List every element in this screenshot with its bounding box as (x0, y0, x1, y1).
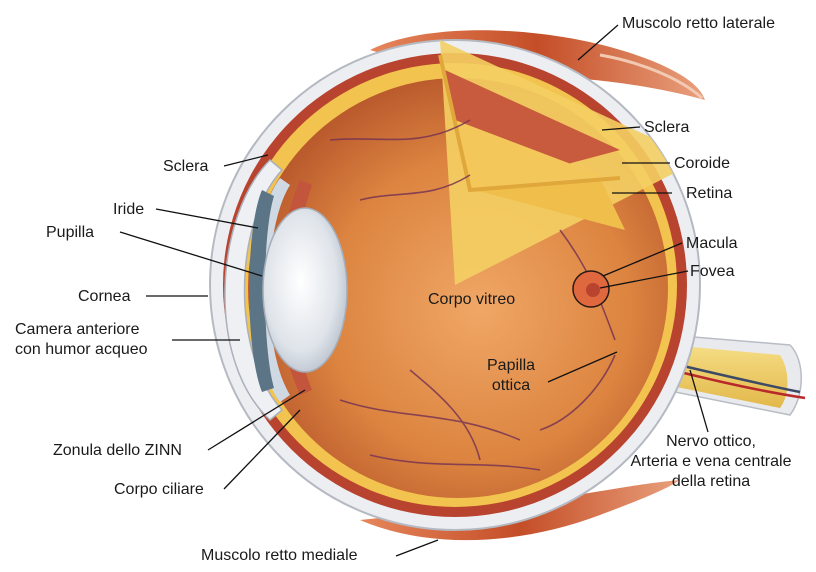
fovea-shape (586, 283, 600, 297)
label-coroide: Coroide (674, 154, 730, 173)
label-corpo-vitreo: Corpo vitreo (428, 290, 515, 309)
label-fovea: Fovea (690, 262, 734, 281)
label-retina: Retina (686, 184, 732, 203)
label-sclera-right: Sclera (644, 118, 689, 137)
lens-shape (263, 208, 347, 372)
label-muscolo-retto-laterale: Muscolo retto laterale (622, 14, 775, 33)
label-macula: Macula (686, 234, 738, 253)
label-sclera-left: Sclera (163, 157, 208, 176)
label-muscolo-retto-mediale: Muscolo retto mediale (201, 546, 358, 565)
label-iride: Iride (113, 200, 144, 219)
label-papilla-ottica: Papilla ottica (487, 356, 535, 396)
label-corpo-ciliare: Corpo ciliare (114, 480, 204, 499)
label-pupilla: Pupilla (46, 223, 94, 242)
label-cornea: Cornea (78, 287, 130, 306)
label-zonula: Zonula dello ZINN (53, 441, 182, 460)
label-camera-anteriore: Camera anteriore con humor acqueo (15, 320, 148, 360)
label-nervo-ottico: Nervo ottico, Arteria e vena centrale de… (620, 432, 802, 492)
